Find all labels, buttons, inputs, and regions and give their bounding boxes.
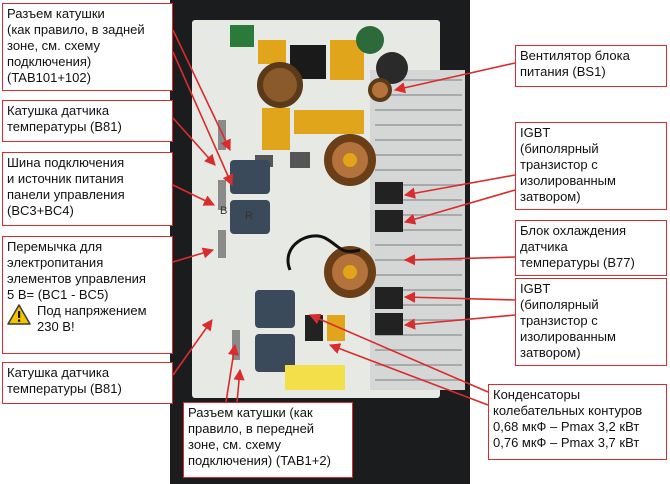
jumper-wire — [286, 234, 361, 271]
label-fan: Вентилятор блока питания (BS1) — [515, 45, 667, 87]
label-cooling-block: Блок охлаждения датчика температуры (B77… — [515, 220, 667, 276]
label-coil-connector-rear-text: Разъем катушки (как правило, в задней зо… — [7, 6, 145, 85]
label-igbt-bottom-text: IGBT (биполярный транзистор с изолирован… — [520, 281, 616, 360]
label-coil-connector-front: Разъем катушки (как правило, в передней … — [183, 402, 353, 478]
label-temp-sensor-top: Катушка датчика температуры (B81) — [2, 100, 173, 142]
label-coil-connector-rear: Разъем катушки (как правило, в задней зо… — [2, 3, 173, 91]
warning-text: Под напряжением 230 B! — [37, 303, 147, 334]
label-coil-connector-front-text: Разъем катушки (как правило, в передней … — [188, 405, 331, 468]
label-temp-sensor-bottom-text: Катушка датчика температуры (B81) — [7, 365, 122, 396]
label-jumper-power-text: Перемычка для электропитания элементов у… — [7, 239, 146, 302]
label-control-bus: Шина подключения и источник питания пане… — [2, 152, 173, 226]
label-igbt-top-text: IGBT (биполярный транзистор с изолирован… — [520, 125, 616, 204]
toroid-coils — [324, 134, 376, 298]
warning-sticker — [285, 365, 345, 390]
label-control-bus-text: Шина подключения и источник питания пане… — [7, 155, 125, 218]
label-igbt-top: IGBT (биполярный транзистор с изолирован… — [515, 122, 667, 210]
power-supply-components — [230, 25, 408, 168]
warning-triangle-icon — [7, 304, 31, 325]
label-capacitors: Конденсаторы колебательных контуров 0,68… — [488, 384, 667, 460]
left-connectors — [218, 120, 240, 360]
warning-note: Под напряжением 230 B! — [7, 303, 168, 335]
label-igbt-bottom: IGBT (биполярный транзистор с изолирован… — [515, 278, 667, 366]
label-jumper-power: Перемычка для электропитания элементов у… — [2, 236, 173, 354]
label-temp-sensor-top-text: Катушка датчика температуры (B81) — [7, 103, 122, 134]
pcb-mark-left: B — [220, 205, 228, 217]
label-fan-text: Вентилятор блока питания (BS1) — [520, 48, 630, 79]
label-cooling-block-text: Блок охлаждения датчика температуры (B77… — [520, 223, 635, 270]
label-temp-sensor-bottom: Катушка датчика температуры (B81) — [2, 362, 173, 404]
pcb-mark-right: R — [245, 210, 253, 222]
label-capacitors-text: Конденсаторы колебательных контуров 0,68… — [493, 387, 643, 450]
